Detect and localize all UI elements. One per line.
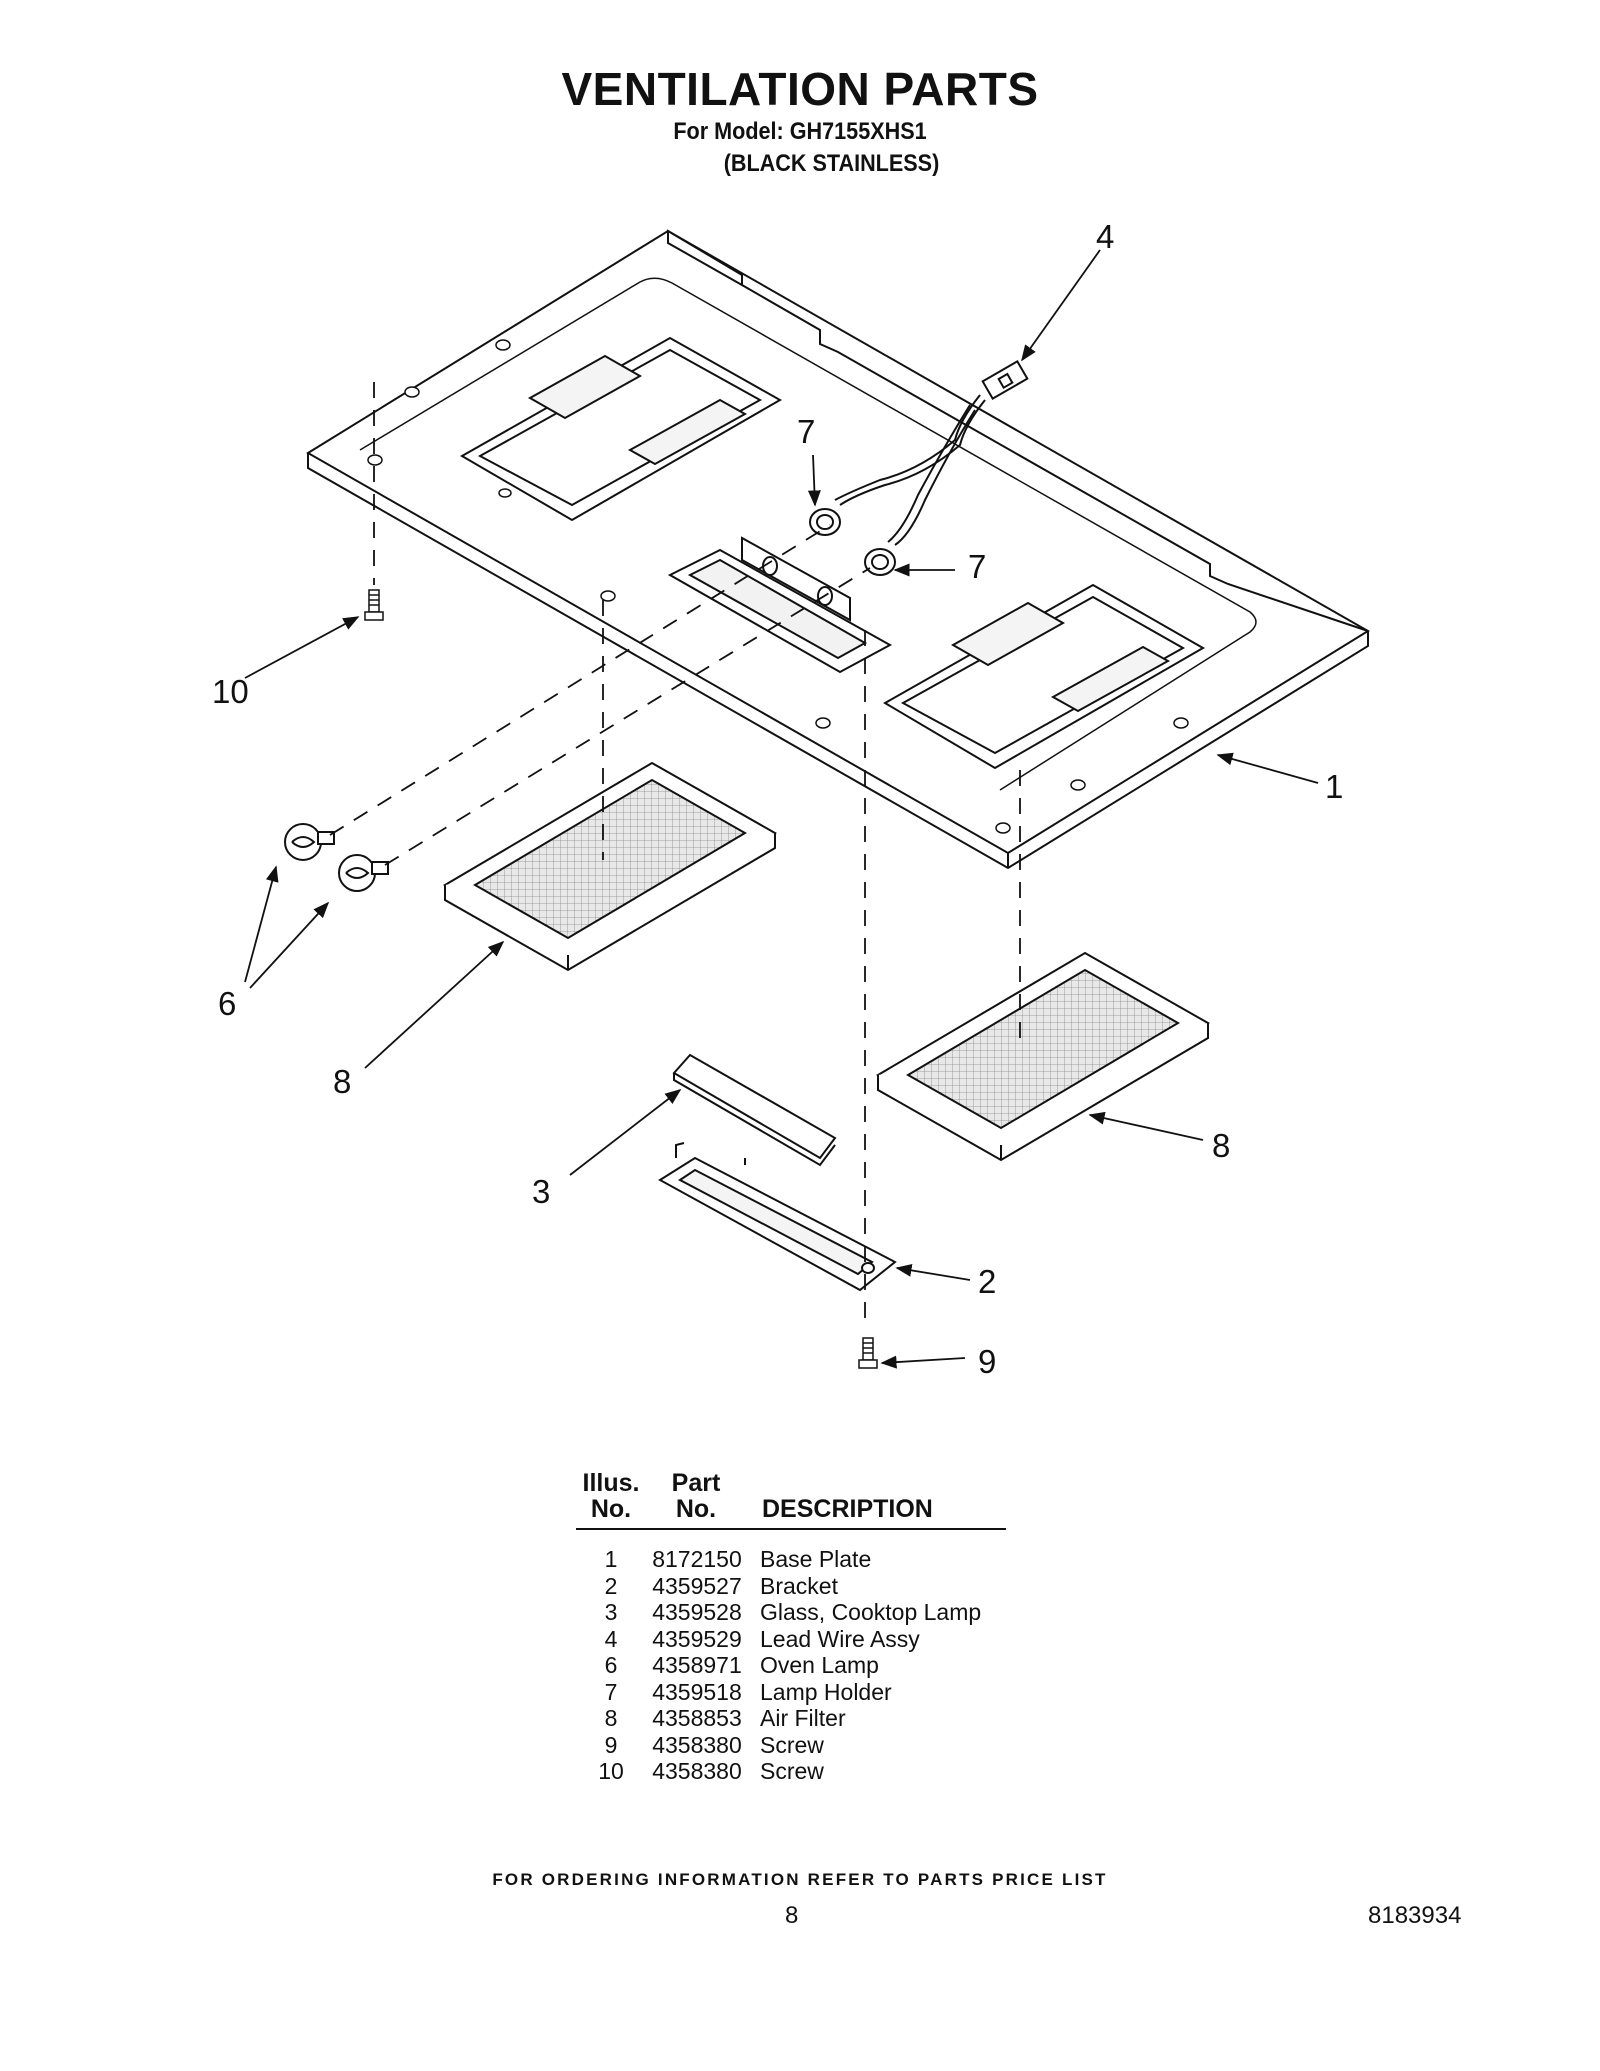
callout-1: 1	[1325, 768, 1343, 805]
page-title: VENTILATION PARTS	[561, 63, 1039, 115]
table-row: 9 4358380 Screw	[576, 1732, 1016, 1759]
illus-no: 10	[598, 1758, 624, 1784]
callout-2: 2	[978, 1263, 996, 1300]
part-no: 8172150	[652, 1546, 742, 1572]
left-vent-opening	[459, 336, 783, 522]
part-description: Bracket	[760, 1572, 838, 1599]
part-description: Oven Lamp	[760, 1652, 879, 1678]
callout-9: 9	[978, 1343, 996, 1380]
table-row: 4 4359529 Lead Wire Assy	[576, 1626, 1016, 1653]
ordering-footer-note: FOR ORDERING INFORMATION REFER TO PARTS …	[492, 1870, 1108, 1889]
illus-no: 7	[604, 1678, 618, 1705]
table-header-row-2: No. No. DESCRIPTION	[576, 1496, 1016, 1522]
table-row: 3 4359528 Glass, Cooktop Lamp	[576, 1599, 1016, 1626]
page-number: 8	[785, 1902, 799, 1929]
part-no: 4359527	[652, 1572, 742, 1599]
part-description: Base Plate	[760, 1546, 872, 1572]
lead-wire-assembly	[834, 359, 1029, 546]
callout-7-upper: 7	[797, 413, 815, 450]
base-plate	[306, 229, 1370, 870]
callout-8-left: 8	[333, 1063, 351, 1100]
header-illus-line1: Illus.	[582, 1469, 640, 1497]
table-row: 8 4358853 Air Filter	[576, 1705, 1016, 1732]
part-no: 4359529	[652, 1625, 742, 1652]
table-row: 1 8172150 Base Plate	[576, 1546, 1016, 1573]
part-no: 4358380	[652, 1731, 742, 1758]
part-no: 4359528	[652, 1599, 742, 1625]
illus-no: 9	[604, 1731, 618, 1758]
header-description: DESCRIPTION	[762, 1495, 933, 1523]
air-filter-left	[443, 761, 777, 972]
alignment-lines	[329, 382, 1021, 1330]
callout-4: 4	[1096, 218, 1114, 255]
callout-10: 10	[212, 673, 249, 710]
header-part-line1: Part	[671, 1469, 721, 1497]
illus-no: 2	[604, 1572, 618, 1599]
glass-cooktop-lamp	[672, 1053, 837, 1167]
header-divider	[576, 1528, 1006, 1530]
table-header-row-1: Illus. Part	[576, 1470, 1016, 1496]
callout-7-lower: 7	[968, 548, 986, 585]
air-filter-right	[876, 951, 1210, 1162]
table-row: 6 4358971 Oven Lamp	[576, 1652, 1016, 1679]
model-subtitle: For Model: GH7155XHS1	[673, 118, 927, 145]
header-illus-line2: No.	[590, 1495, 632, 1523]
part-description: Glass, Cooktop Lamp	[760, 1599, 982, 1625]
right-vent-opening	[883, 583, 1206, 770]
illus-no: 4	[604, 1625, 618, 1652]
screw-10	[364, 589, 384, 621]
leader-arrows	[244, 249, 1319, 1369]
callout-3: 3	[532, 1173, 550, 1210]
oven-lamps	[284, 823, 389, 892]
illus-no: 6	[604, 1652, 618, 1678]
illus-no: 1	[604, 1546, 618, 1572]
callout-8-right: 8	[1212, 1127, 1230, 1164]
bracket	[658, 1142, 897, 1292]
part-no: 4359518	[652, 1678, 742, 1705]
table-row: 10 4358380 Screw	[576, 1758, 1016, 1785]
part-no: 4358380	[652, 1758, 742, 1784]
part-description: Air Filter	[760, 1705, 846, 1731]
part-no: 4358853	[652, 1705, 742, 1731]
document-number: 8183934	[1368, 1902, 1462, 1929]
illus-no: 3	[604, 1599, 618, 1625]
part-no: 4358971	[652, 1652, 742, 1678]
lamp-slot	[667, 536, 893, 674]
finish-subtitle: (BLACK STAINLESS)	[723, 150, 940, 177]
screw-9	[858, 1337, 878, 1369]
part-description: Screw	[760, 1758, 824, 1784]
illus-no: 8	[604, 1705, 618, 1731]
parts-table: Illus. Part No. No. DESCRIPTION 1 817215…	[576, 1470, 1016, 1785]
exploded-parts-diagram: 4 7 7 10 1 6 8 8 3 2 9	[212, 218, 1370, 1380]
table-row: 2 4359527 Bracket	[576, 1573, 1016, 1600]
table-row: 7 4359518 Lamp Holder	[576, 1679, 1016, 1706]
header-part-line2: No.	[675, 1495, 717, 1523]
part-description: Lead Wire Assy	[760, 1625, 920, 1652]
callout-6: 6	[218, 985, 236, 1022]
lamp-holders	[809, 508, 896, 576]
part-description: Lamp Holder	[760, 1678, 892, 1705]
part-description: Screw	[760, 1731, 824, 1758]
